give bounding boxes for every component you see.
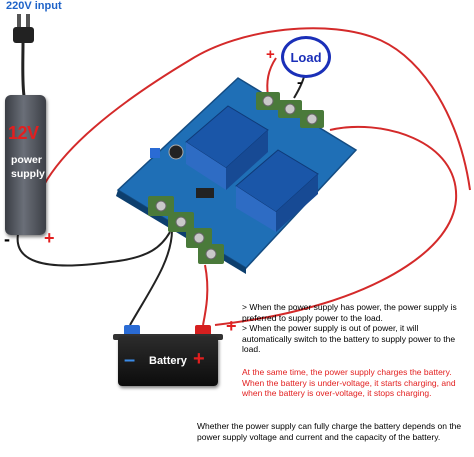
adapter-label-line2: supply bbox=[11, 168, 45, 180]
battery-icon bbox=[118, 336, 218, 386]
load-circle: Load bbox=[281, 36, 331, 78]
input-terminal-block bbox=[148, 196, 224, 264]
wall-plug-icon bbox=[13, 14, 34, 97]
description-para-1: > When the power supply has power, the p… bbox=[242, 302, 457, 323]
adapter-voltage: 12V bbox=[8, 123, 39, 143]
input-label: 220V input bbox=[6, 0, 62, 12]
adapter-positive-wire bbox=[30, 27, 471, 235]
power-adapter bbox=[5, 95, 46, 235]
adapter-minus-sign: - bbox=[4, 229, 10, 249]
description-block-1: > When the power supply has power, the p… bbox=[242, 302, 470, 355]
battery-minus-sign: – bbox=[124, 349, 136, 371]
description-para-3: At the same time, the power supply charg… bbox=[242, 367, 456, 398]
load-label: Load bbox=[290, 49, 322, 65]
battery-plus-sign: + bbox=[193, 348, 205, 370]
description-para-2: > When the power supply is out of power,… bbox=[242, 323, 456, 354]
battery-wire-plus-sign: + bbox=[226, 316, 237, 336]
relay-output-wire bbox=[214, 125, 458, 326]
relay-1 bbox=[185, 105, 269, 190]
load-terminal-block bbox=[256, 92, 324, 128]
adapter-negative-wire bbox=[16, 231, 171, 267]
adapter-plus-sign: + bbox=[44, 228, 55, 248]
board-to-battery-negative-wire bbox=[129, 229, 173, 326]
description-para-4: Whether the power supply can fully charg… bbox=[197, 421, 462, 442]
adapter-label-line1: power bbox=[11, 154, 42, 166]
battery-label: Battery bbox=[149, 355, 187, 367]
control-board bbox=[116, 77, 358, 274]
load-plus-sign: + bbox=[266, 46, 275, 63]
load-positive-wire bbox=[266, 57, 277, 97]
relay-2 bbox=[235, 149, 319, 232]
board-to-battery-positive-wire bbox=[202, 264, 209, 326]
load-minus-sign: - bbox=[297, 74, 302, 91]
